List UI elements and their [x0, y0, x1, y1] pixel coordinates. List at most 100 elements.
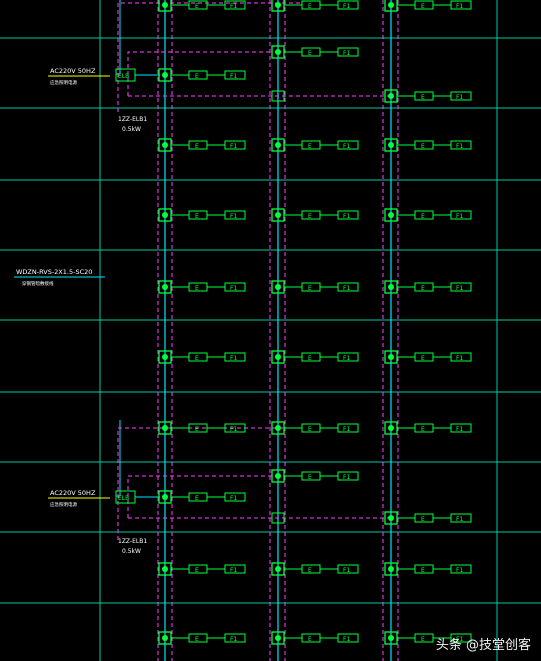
device-group: E F1 — [271, 280, 359, 294]
lamp-f1-icon — [224, 210, 246, 220]
lamp-f1-label: F1 — [456, 516, 463, 523]
lamp-e-label: E — [308, 426, 312, 433]
lamp-e-label: E — [195, 495, 199, 502]
circuit-line — [127, 475, 272, 518]
lamp-e-label: E — [421, 213, 425, 220]
junction-node-icon — [388, 515, 394, 521]
lamp-f1-icon — [450, 513, 472, 523]
lamp-e-label: E — [421, 285, 425, 292]
junction-node-icon — [275, 2, 281, 8]
lamp-f1-icon — [224, 352, 246, 362]
device-group: E F1 — [384, 280, 472, 294]
junction-node-icon — [162, 635, 168, 641]
lamp-f1-label: F1 — [456, 3, 463, 10]
panel-id: 1ZZ-ELB1 — [118, 538, 147, 545]
lamp-e-label: E — [421, 94, 425, 101]
lamp-e-label: E — [195, 213, 199, 220]
lamp-e-label: E — [308, 3, 312, 10]
panel-upper: AC220V 50HZ 应急照明电源 ELB 1ZZ-ELB1 0.5kW — [48, 67, 147, 133]
lamp-f1-icon — [337, 471, 359, 481]
junction-node-icon — [388, 284, 394, 290]
panel-power: 0.5kW — [122, 548, 141, 555]
lamp-e-label: E — [308, 143, 312, 150]
cable-label: WDZN-RVS-2X1.5-SC20 穿钢管暗敷接线 — [14, 268, 105, 287]
lamp-f1-label: F1 — [456, 143, 463, 150]
junction-node-icon — [162, 284, 168, 290]
lamp-e-label: E — [195, 73, 199, 80]
lamp-f1-label: F1 — [456, 94, 463, 101]
junction-node-icon — [275, 284, 281, 290]
lamp-f1-icon — [337, 282, 359, 292]
lamp-e-label: E — [421, 426, 425, 433]
lamp-f1-label: F1 — [456, 285, 463, 292]
junction-node-icon — [162, 566, 168, 572]
cable-spec: WDZN-RVS-2X1.5-SC20 — [16, 268, 92, 276]
junction-node-icon — [275, 635, 281, 641]
watermark: 头条 @技堂创客 — [435, 638, 531, 653]
device-group: E F1 — [384, 138, 472, 152]
device-group: E F1 — [158, 208, 246, 222]
lamp-f1-icon — [337, 352, 359, 362]
lamp-f1-icon — [450, 423, 472, 433]
circuit-lines — [117, 0, 399, 661]
lamp-f1-icon — [450, 282, 472, 292]
junction-node-icon — [275, 425, 281, 431]
lamp-f1-icon — [337, 0, 359, 10]
lamp-f1-icon — [337, 47, 359, 57]
lamp-e-label: E — [195, 285, 199, 292]
lamp-f1-label: F1 — [456, 426, 463, 433]
lamp-f1-icon — [224, 140, 246, 150]
junction-node-icon — [388, 566, 394, 572]
junction-node-icon — [388, 142, 394, 148]
junction-box — [271, 90, 285, 102]
lamp-f1-label: F1 — [230, 73, 237, 80]
panel-code: ELB — [118, 73, 129, 80]
lamp-f1-label: F1 — [230, 567, 237, 574]
lamp-f1-icon — [224, 70, 246, 80]
junction-node-icon — [388, 2, 394, 8]
lamp-f1-label: F1 — [456, 567, 463, 574]
lamp-e-label: E — [308, 285, 312, 292]
cable-note: 穿钢管暗敷接线 — [22, 280, 54, 287]
lamp-f1-icon — [337, 210, 359, 220]
lamp-e-label: E — [421, 143, 425, 150]
lamp-f1-label: F1 — [230, 213, 237, 220]
lamp-f1-icon — [337, 564, 359, 574]
lamp-e-label: E — [195, 143, 199, 150]
junction-node-icon — [162, 72, 168, 78]
panel-box — [115, 490, 136, 504]
lamp-f1-icon — [337, 633, 359, 643]
junction-node-icon — [162, 354, 168, 360]
lamp-f1-label: F1 — [343, 285, 350, 292]
lamp-f1-label: F1 — [343, 50, 350, 57]
lamp-f1-icon — [224, 633, 246, 643]
lamp-f1-label: F1 — [343, 567, 350, 574]
lamp-f1-icon — [450, 210, 472, 220]
riser-line — [116, 420, 121, 497]
lamp-e-label: E — [308, 213, 312, 220]
lamp-f1-icon — [337, 423, 359, 433]
circuit-line — [117, 2, 300, 112]
lamp-e-label: E — [308, 636, 312, 643]
lamp-f1-icon — [450, 352, 472, 362]
junction-node-icon — [275, 142, 281, 148]
junction-node-icon — [275, 212, 281, 218]
lamp-f1-label: F1 — [230, 426, 237, 433]
junction-node-icon — [275, 566, 281, 572]
junction-node-icon — [275, 354, 281, 360]
